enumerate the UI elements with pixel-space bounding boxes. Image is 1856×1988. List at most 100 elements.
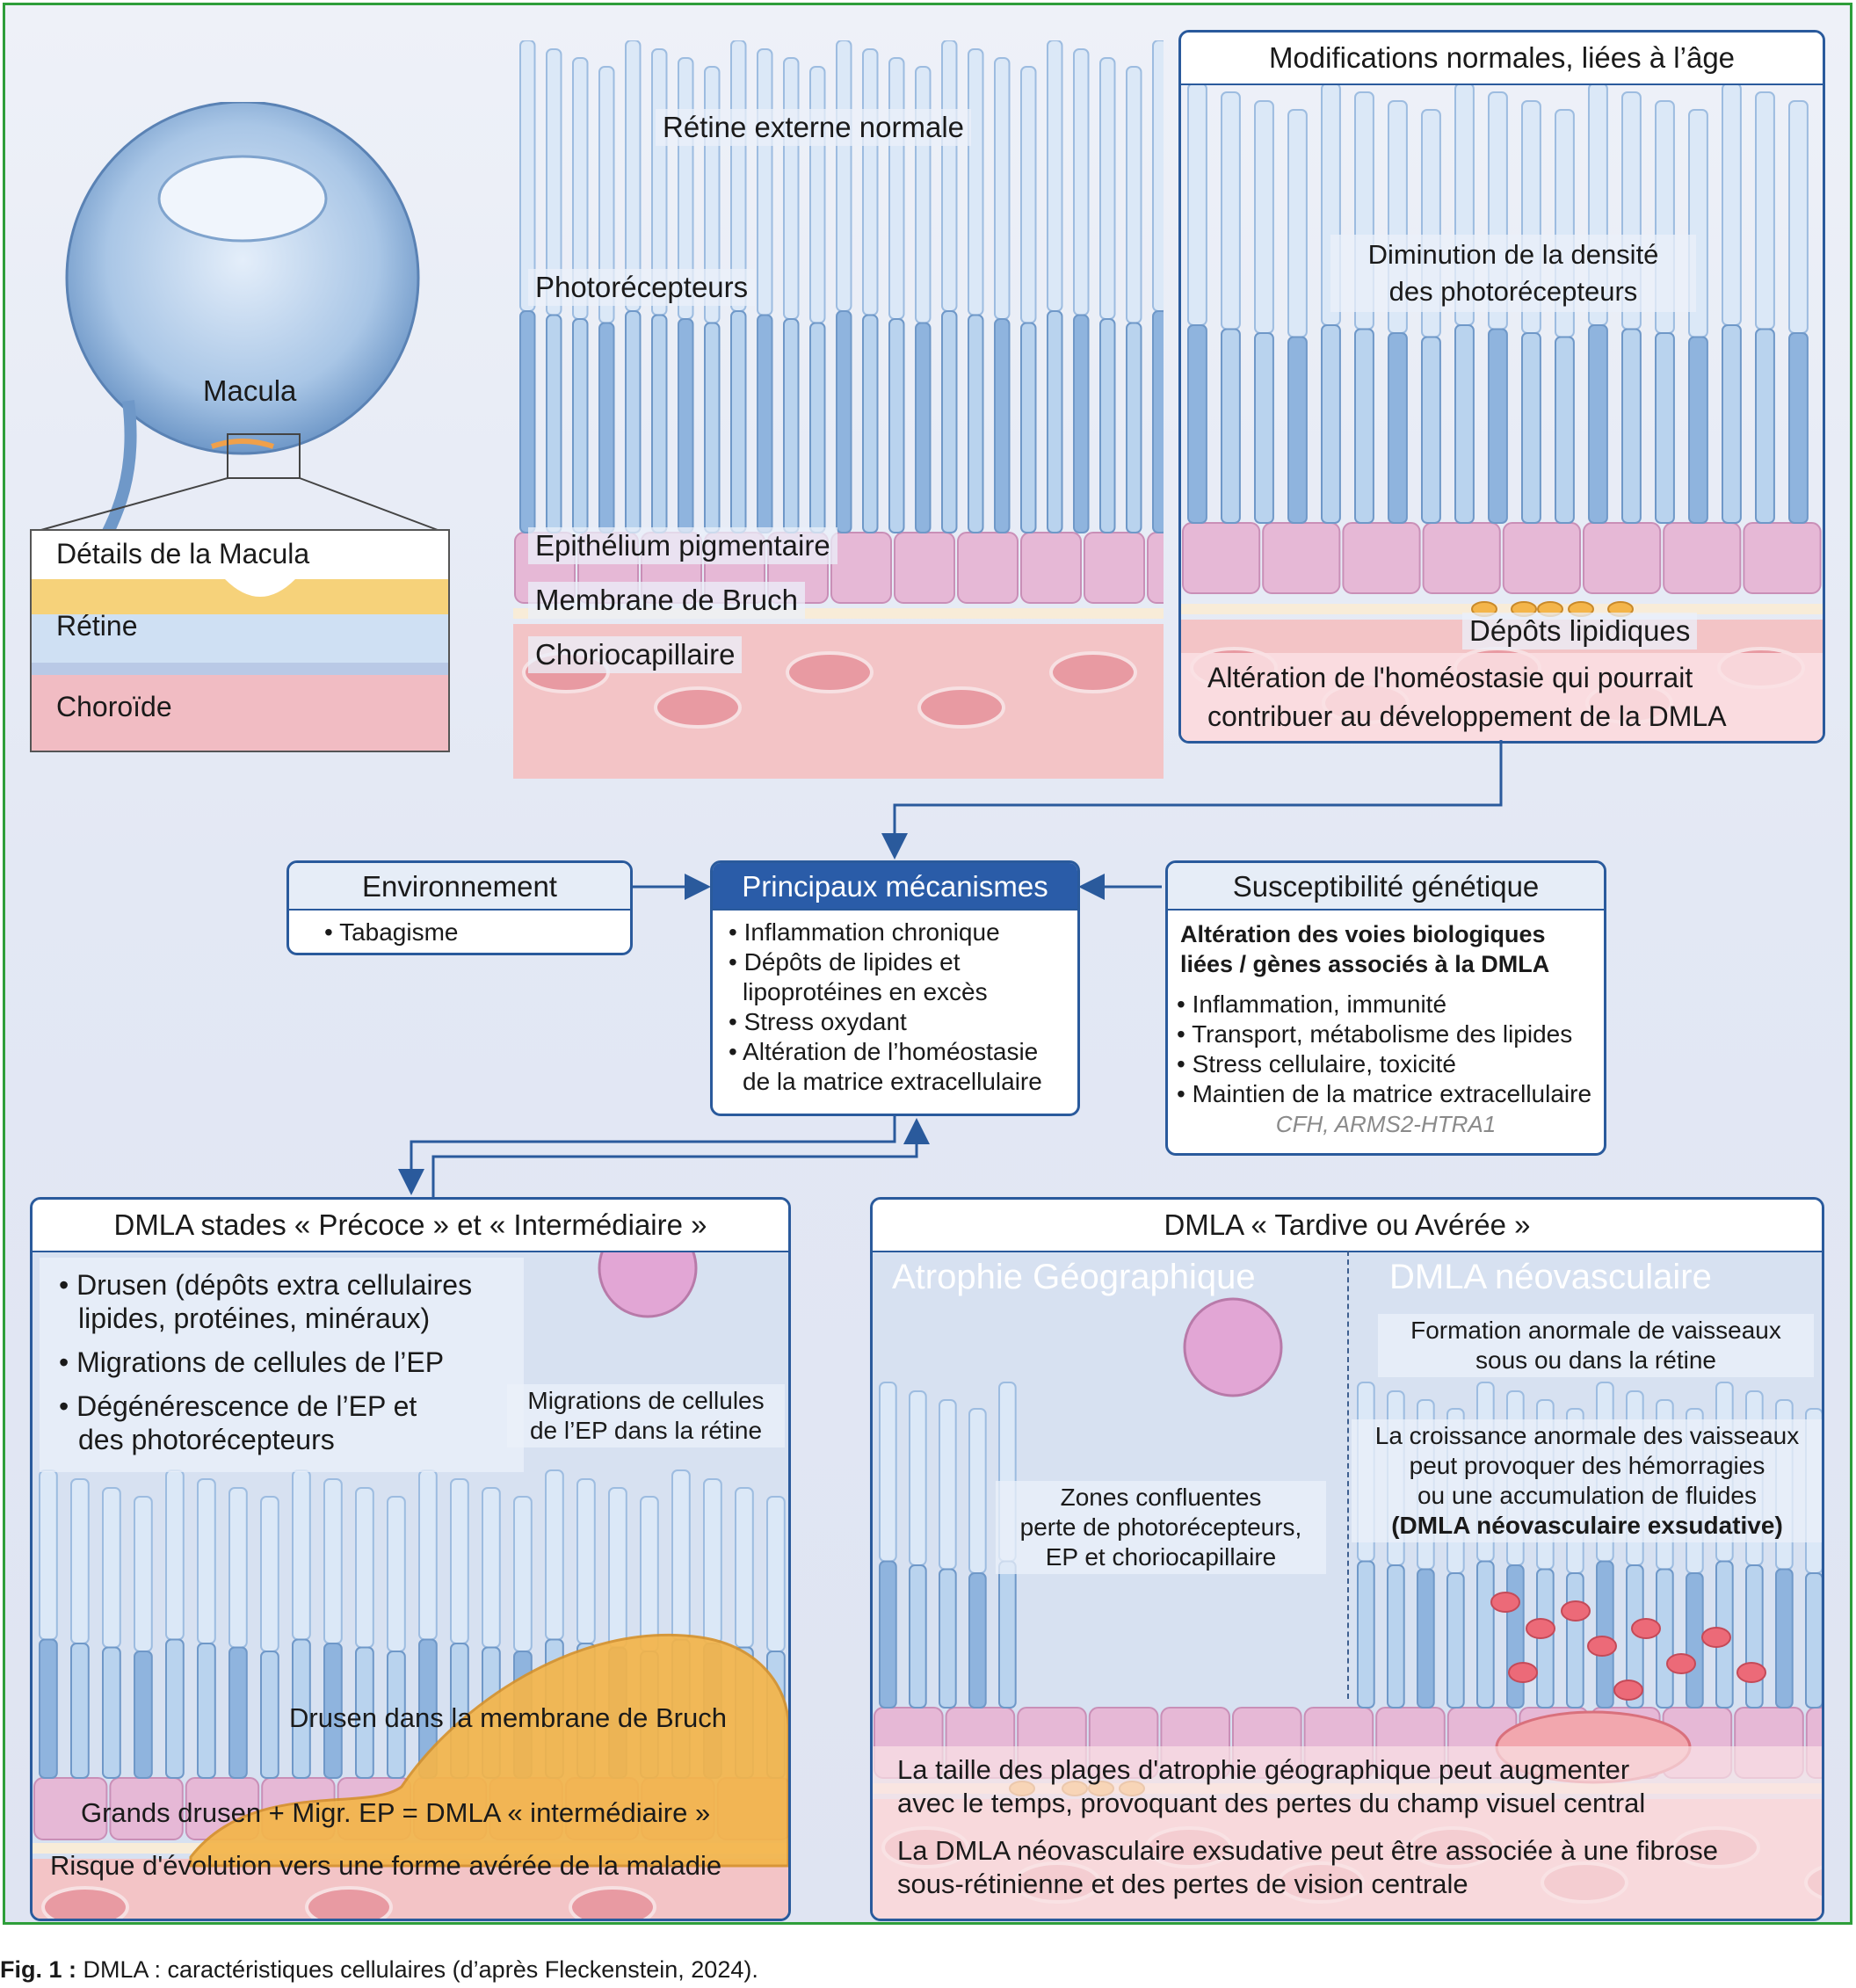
macula-mark bbox=[211, 439, 274, 449]
rpe-cell bbox=[1743, 522, 1822, 594]
photoreceptor-outer bbox=[1187, 324, 1207, 524]
capillary-vessel bbox=[786, 651, 874, 693]
mechanism-item: Dépôts de lipides et lipoprotéines en ex… bbox=[723, 947, 1069, 1007]
photoreceptor-outer bbox=[1488, 328, 1508, 524]
photoreceptor-inner bbox=[102, 1487, 121, 1649]
rpe-cell bbox=[957, 532, 1019, 604]
macula-zoom-box bbox=[227, 433, 301, 479]
photoreceptor-outer bbox=[323, 1643, 343, 1779]
lens-shape bbox=[157, 155, 328, 243]
photoreceptor-inner bbox=[608, 1487, 627, 1649]
photoreceptor-outer bbox=[1596, 1560, 1614, 1709]
rpe-cell bbox=[830, 532, 892, 604]
photoreceptor-outer bbox=[909, 1564, 927, 1709]
photoreceptor-outer bbox=[994, 318, 1011, 533]
connector-arrows bbox=[398, 740, 1503, 1197]
nv-growth-note: La croissance anormale des vaisseaux peu… bbox=[1352, 1419, 1822, 1542]
capillary-vessel bbox=[1049, 651, 1137, 693]
late-panel-title: DMLA « Tardive ou Avérée » bbox=[873, 1200, 1822, 1252]
photoreceptor-outer bbox=[1020, 322, 1037, 533]
photoreceptor-inner bbox=[640, 1496, 659, 1652]
photoreceptor-outer bbox=[1388, 332, 1408, 524]
red-blood-cell bbox=[1631, 1618, 1661, 1639]
bruch-membrane bbox=[1181, 604, 1823, 614]
homeostasis-note: Altération de l'homéostasie qui pourrait… bbox=[1207, 662, 1727, 732]
genetic-box: Susceptibilité génétique Altération des … bbox=[1165, 860, 1606, 1156]
photoreceptor-outer bbox=[998, 1560, 1017, 1709]
red-blood-cell bbox=[1613, 1680, 1643, 1701]
red-blood-cell bbox=[1736, 1662, 1766, 1683]
photoreceptor-inner bbox=[545, 1469, 564, 1641]
photoreceptor-inner bbox=[735, 1487, 754, 1649]
photoreceptor-outer bbox=[1321, 324, 1341, 524]
photoreceptor-outer bbox=[1521, 332, 1541, 524]
photoreceptor-outer bbox=[941, 310, 958, 533]
drusen-deposit bbox=[189, 1633, 788, 1868]
macula-detail-title: Détails de la Macula bbox=[56, 538, 310, 570]
photoreceptor-inner bbox=[260, 1496, 279, 1652]
rpe-cell bbox=[1147, 532, 1164, 604]
early-bullet-migration: • Migrations de cellules de l’EP bbox=[59, 1346, 445, 1378]
red-blood-cell bbox=[1508, 1662, 1538, 1683]
capillary-vessel bbox=[917, 686, 1005, 729]
aging-panel-title: Modifications normales, liées à l’âge bbox=[1181, 33, 1823, 85]
photoreceptor-outer bbox=[1417, 1568, 1435, 1709]
photoreceptor-outer bbox=[888, 318, 905, 533]
retina-label: Rétine bbox=[56, 610, 138, 642]
genetic-title: Susceptibilité génétique bbox=[1168, 863, 1604, 911]
migration-note: Migrations de cellules de l’EP dans la r… bbox=[507, 1384, 785, 1447]
photoreceptor-outer bbox=[1099, 318, 1116, 533]
genetic-subtitle: Altération des voies biologiques liées /… bbox=[1180, 921, 1550, 977]
photoreceptor-outer bbox=[1655, 332, 1675, 524]
intermediate-note: Grands drusen + Migr. EP = DMLA « interm… bbox=[81, 1797, 711, 1828]
late-notes-band bbox=[873, 1746, 1822, 1919]
figure-frame: Macula Détails de la Macula Rétine Choro… bbox=[3, 3, 1852, 1925]
photoreceptor-inner bbox=[387, 1496, 406, 1652]
photoreceptor-outer bbox=[939, 1568, 957, 1709]
photoreceptor-inner bbox=[355, 1487, 374, 1649]
macula-layers bbox=[32, 579, 448, 751]
genetic-item: Inflammation, immunité bbox=[1171, 990, 1604, 1019]
photoreceptor-outer bbox=[1126, 322, 1142, 533]
photoreceptor-outer bbox=[134, 1651, 153, 1779]
environment-list: Tabagisme bbox=[289, 911, 630, 947]
aging-panel: Modifications normales, liées à l’âge Di… bbox=[1178, 30, 1825, 744]
photoreceptor-outer bbox=[70, 1643, 90, 1779]
capillary-vessel bbox=[569, 1886, 656, 1919]
environment-title: Environnement bbox=[289, 863, 630, 911]
photoreceptor-outer bbox=[1047, 310, 1063, 533]
photoreceptor-inner bbox=[418, 1469, 438, 1641]
photoreceptor-inner bbox=[879, 1382, 897, 1563]
photoreceptor-outer bbox=[1387, 1564, 1405, 1709]
genetic-list: Inflammation, immunité Transport, métabo… bbox=[1168, 979, 1604, 1109]
early-bullet-drusen: • Drusen (dépôts extra cellulaires bbox=[59, 1269, 473, 1301]
mechanism-item: Altération de l’homéostasie de la matric… bbox=[723, 1037, 1069, 1097]
photoreceptor-outer bbox=[1152, 310, 1164, 533]
photoreceptor-outer bbox=[1566, 1572, 1584, 1709]
photoreceptor-outer bbox=[1506, 1564, 1525, 1709]
choriocapillaris-label: Choriocapillaire bbox=[528, 636, 743, 673]
photoreceptor-inner bbox=[323, 1478, 343, 1644]
photoreceptor-inner bbox=[939, 1399, 957, 1571]
capillary-vessel bbox=[654, 686, 742, 729]
eyeball-shape bbox=[65, 102, 420, 455]
photoreceptor-inner bbox=[766, 1496, 786, 1652]
photoreceptor-outer bbox=[1555, 336, 1575, 524]
photoreceptor-outer bbox=[292, 1638, 311, 1779]
migrated-rpe-cell bbox=[598, 1251, 698, 1318]
photoreceptor-outer bbox=[1775, 1568, 1794, 1709]
rpe-label: Epithélium pigmentaire bbox=[528, 527, 837, 564]
genetic-item: Stress cellulaire, toxicité bbox=[1171, 1049, 1604, 1079]
macula-detail-box: Détails de la Macula Rétine Choroïde bbox=[30, 529, 450, 752]
nv-formation-note: Formation anormale de vaisseaux sous ou … bbox=[1378, 1314, 1814, 1377]
photoreceptor-outer bbox=[968, 314, 984, 533]
mechanism-item: Inflammation chronique bbox=[723, 918, 1069, 947]
migrated-rpe-cell bbox=[1183, 1297, 1283, 1397]
photoreceptor-inner bbox=[134, 1496, 153, 1652]
genetic-item: Transport, métabolisme des lipides bbox=[1171, 1019, 1604, 1049]
genetic-item: Maintien de la matrice extracellulaire bbox=[1171, 1079, 1604, 1109]
photoreceptor-inner bbox=[70, 1478, 90, 1644]
figure-caption: Fig. 1 : DMLA : caractéristiques cellula… bbox=[0, 1956, 758, 1983]
rpe-cell bbox=[33, 1777, 108, 1840]
photoreceptor-inner bbox=[909, 1390, 927, 1566]
